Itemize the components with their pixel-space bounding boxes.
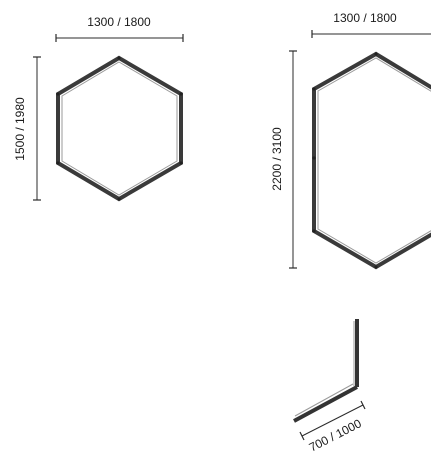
- small-hexagon-group: 1300 / 1800 1500 / 1980: [13, 15, 184, 202]
- large-hexagon-joint: [374, 265, 378, 269]
- large-hexagon-inner-edge: [317, 57, 431, 264]
- corner-profile-length-label: 700 / 1000: [307, 416, 364, 454]
- large-hexagon-width-dimension: 1300 / 1800: [311, 11, 431, 38]
- large-hexagon-joint: [312, 229, 316, 233]
- large-hexagon-joint: [312, 156, 316, 160]
- small-hexagon-joint: [117, 56, 121, 60]
- large-hexagon-width-label: 1300 / 1800: [333, 11, 397, 25]
- small-hexagon-height-label: 1500 / 1980: [13, 97, 27, 161]
- small-hexagon-joint: [56, 161, 60, 165]
- small-hexagon-joint: [56, 92, 60, 96]
- small-hexagon-frame: [56, 55, 183, 202]
- corner-profile-group: 700 / 1000: [293, 319, 366, 455]
- small-hexagon-joint: [179, 161, 183, 165]
- small-hexagon-width-label: 1300 / 1800: [87, 15, 151, 29]
- large-hexagon-joint: [374, 52, 378, 56]
- small-hexagon-joint: [179, 92, 183, 96]
- small-hexagon-height-dimension: 1500 / 1980: [13, 56, 41, 201]
- large-hexagon-frame: [312, 51, 431, 270]
- large-hexagon-height-label: 2200 / 3100: [270, 127, 284, 191]
- large-hexagon-joint: [312, 87, 316, 91]
- corner-profile-length-dimension: 700 / 1000: [299, 400, 366, 455]
- small-hexagon-width-dimension: 1300 / 1800: [55, 15, 184, 42]
- large-hexagon-height-dimension: 2200 / 3100: [270, 50, 297, 269]
- large-hexagon-group: 1300 / 1800 2200 / 3100: [270, 11, 431, 270]
- small-hexagon-inner-edge: [61, 61, 178, 196]
- corner-profile-angled-arm-edge: [294, 383, 354, 417]
- corner-profile-angled-arm: [293, 385, 358, 423]
- small-hexagon-joint: [117, 197, 121, 201]
